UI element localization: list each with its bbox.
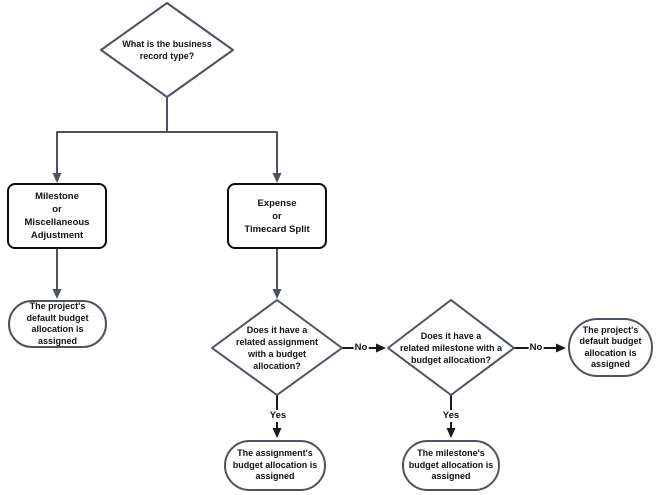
arrowhead-to-expense-rect [272,173,282,183]
node-milestone-or-misc-adjustment-label: Milestone or Miscellaneous Adjustment [24,191,90,241]
arrowhead-to-milestone-rect [52,173,62,183]
decision-related-milestone-shape [387,299,515,396]
arrowhead-to-milestone-decision [376,343,386,353]
arrowhead-to-right-terminator [556,343,566,353]
edge-label-milestone-no: No [528,342,544,354]
terminator-assignment-budget: The assignment's budget allocation is as… [224,440,326,491]
edge-label-milestone-yes: Yes [441,410,461,422]
node-expense-or-timecard-split: Expense or Timecard Split [227,183,327,249]
terminator-milestone-budget: The milestone's budget allocation is ass… [402,440,500,491]
node-expense-or-timecard-split-label: Expense or Timecard Split [244,197,310,235]
terminator-milestone-budget-label: The milestone's budget allocation is ass… [408,448,494,482]
decision-related-assignment-shape [211,299,343,396]
decision-record-type-shape [100,2,234,98]
terminator-assignment-budget-label: The assignment's budget allocation is as… [232,448,318,482]
arrowhead-to-assignment-terminator [272,428,282,438]
edge-label-assignment-no: No [353,342,369,354]
edge-label-assignment-yes: Yes [268,410,288,422]
terminator-project-default-right-label: The project's default budget allocation … [579,324,642,370]
terminator-project-default-left: The project's default budget allocation … [8,300,107,348]
edge-recordtype-split [56,131,278,176]
arrowhead-to-milestone-terminator [446,428,456,438]
terminator-project-default-left-label: The project's default budget allocation … [26,301,89,346]
arrowhead-to-assignment-decision [272,289,282,299]
arrowhead-to-left-terminator [52,289,62,299]
terminator-project-default-right: The project's default budget allocation … [568,318,653,377]
node-milestone-or-misc-adjustment: Milestone or Miscellaneous Adjustment [7,183,107,249]
